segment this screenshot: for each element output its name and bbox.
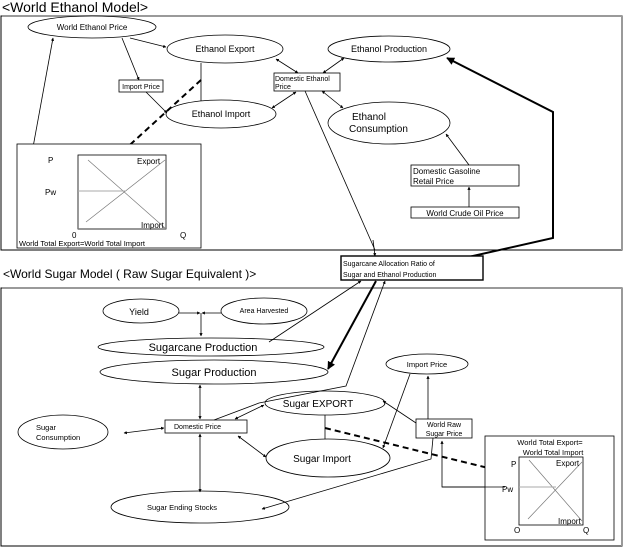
sugar-edges xyxy=(123,280,505,510)
label-line2: Retail Price xyxy=(413,177,454,186)
label: Yield xyxy=(129,307,149,317)
p-label: P xyxy=(511,460,516,469)
pw-label: Pw xyxy=(45,188,56,197)
node-ethanol-production: Ethanol Production xyxy=(327,35,451,63)
label: Sugar Import xyxy=(293,454,351,465)
import-label: Import xyxy=(141,221,164,230)
node-sugar-consumption: Sugar Consumption xyxy=(17,414,109,450)
node-sugar-ending-stocks: Sugar Ending Stocks xyxy=(110,490,290,524)
label-line2: Price xyxy=(275,84,291,91)
label-line2: Consumption xyxy=(349,124,408,135)
label-line1: Domestic Gasoline xyxy=(413,167,481,176)
import-label: Import xyxy=(558,517,581,526)
node-domestic-gasoline-price: Domestic Gasoline Retail Price xyxy=(410,164,520,187)
chart-caption: World Total Export=World Total Import xyxy=(19,239,146,248)
label: Sugar EXPORT xyxy=(283,399,353,410)
node-sugar-import-price: Import Price xyxy=(385,353,469,375)
label-line1: Domestic Ethanol xyxy=(275,76,330,83)
edge-domprice-allocation xyxy=(213,280,386,421)
edge-domprice-import xyxy=(237,435,267,458)
node-world-raw-sugar-price: World Raw Sugar Price xyxy=(415,418,473,439)
edge-allocation-ethanol-production xyxy=(446,57,554,261)
sugar-market-chart: World Total Export= World Total Import P… xyxy=(442,435,615,541)
node-sugarcane-production: Sugarcane Production xyxy=(97,337,325,357)
edge-allocation-sugar-production xyxy=(327,280,377,370)
node-world-crude-oil-price: World Crude Oil Price xyxy=(410,206,520,219)
label-line2: Sugar Price xyxy=(426,431,463,438)
ethanol-model-title: <World Ethanol Model> xyxy=(2,0,148,15)
edge-wrsp-stocks xyxy=(261,437,434,510)
ethanol-market-chart: P Pw Export Import 0 Q World Total Expor… xyxy=(16,143,202,249)
edge-allocation-arrowhead xyxy=(372,239,377,257)
chart-caption-1: World Total Export= xyxy=(517,438,583,447)
q-label: Q xyxy=(180,231,186,240)
label: World Ethanol Price xyxy=(57,23,128,32)
import-curve xyxy=(87,159,166,229)
node-ethanol-import-price: Import Price xyxy=(118,79,164,93)
label-line1: Sugar xyxy=(36,423,57,432)
pw-label: Pw xyxy=(502,485,513,494)
label-line2: Consumption xyxy=(36,433,80,442)
label: Area Harvested xyxy=(240,308,289,315)
origin-label: 0 xyxy=(72,231,77,240)
node-yield: Yield xyxy=(102,298,180,324)
edge-importprice-import xyxy=(382,373,411,449)
node-sugar-production: Sugar Production xyxy=(99,359,329,385)
node-sugar-import: Sugar Import xyxy=(265,438,391,478)
export-label: Export xyxy=(556,459,580,468)
label: Ethanol Import xyxy=(192,109,251,119)
node-ethanol-import: Ethanol Import xyxy=(165,99,277,129)
node-sugarcane-allocation-ratio: Sugarcane Allocation Ratio of Sugar and … xyxy=(340,255,484,281)
node-domestic-price: Domestic Price xyxy=(164,419,248,434)
node-area-harvested: Area Harvested xyxy=(220,297,308,325)
q-label: Q xyxy=(583,526,589,535)
export-label: Export xyxy=(137,157,161,166)
edge-importprice-import xyxy=(145,91,168,114)
label: Ethanol Export xyxy=(195,44,255,54)
edge-gasoline-consumption xyxy=(445,133,470,166)
node-ethanol-consumption: Ethanol Consumption xyxy=(327,101,451,145)
edge-sugarcane-allocation xyxy=(268,280,362,343)
edge-dep-consumption xyxy=(321,90,344,109)
origin-label: O xyxy=(514,526,520,535)
label-line1: Ethanol xyxy=(352,112,386,123)
edge-dep-allocation-a xyxy=(304,90,376,251)
label: Import Price xyxy=(407,360,447,369)
import-curve xyxy=(528,459,583,522)
edge-wep-export xyxy=(129,37,167,48)
label: Sugar Production xyxy=(172,367,257,379)
edge-wrsp-export xyxy=(382,400,417,424)
label: Import Price xyxy=(122,84,160,91)
label-line1: Sugarcane Allocation Ratio of xyxy=(343,261,435,268)
edge-consumption-domprice xyxy=(123,426,165,435)
p-label: P xyxy=(48,156,53,165)
label-line1: World Raw xyxy=(427,422,462,429)
export-curve xyxy=(527,461,583,520)
sugar-model-title: <World Sugar Model ( Raw Sugar Equivalen… xyxy=(3,267,256,281)
label: Domestic Price xyxy=(174,424,221,431)
edge-domprice-export xyxy=(234,404,265,420)
edge-wep-importprice xyxy=(121,37,140,81)
node-sugar-export: Sugar EXPORT xyxy=(264,390,386,416)
label: Sugar Ending Stocks xyxy=(147,503,217,512)
chart-caption-2: World Total Import xyxy=(523,448,584,457)
label-line2: Sugar and Ethanol Production xyxy=(343,272,437,279)
edge-import-dep xyxy=(271,91,297,109)
label: Ethanol Production xyxy=(351,44,427,54)
node-domestic-ethanol-price: Domestic Ethanol Price xyxy=(273,72,341,92)
chart-axes xyxy=(518,456,584,526)
edge-dep-production xyxy=(322,57,345,74)
edge-export-dep xyxy=(275,58,299,74)
label: Sugarcane Production xyxy=(149,342,258,354)
node-ethanol-export: Ethanol Export xyxy=(166,34,284,64)
node-world-ethanol-price: World Ethanol Price xyxy=(27,15,157,39)
label: World Crude Oil Price xyxy=(426,209,504,218)
